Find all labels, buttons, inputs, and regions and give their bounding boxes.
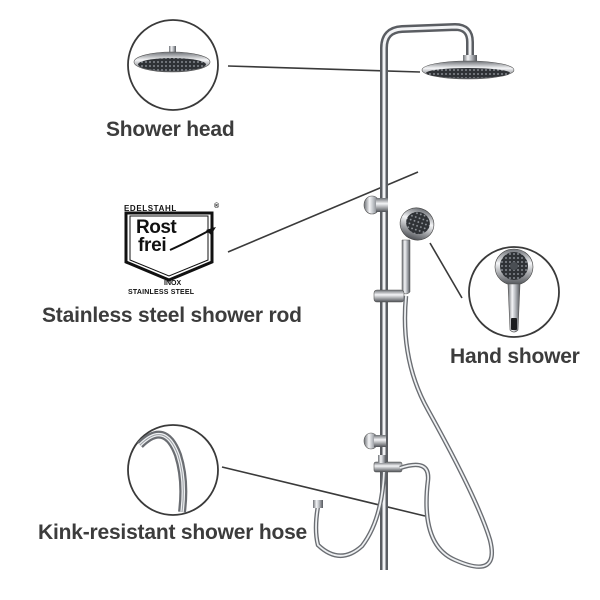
logo-rost-text: Rost: [136, 217, 177, 238]
rostfrei-logo: EDELSTAHL ® Rost frei INOX STAINLESS STE…: [118, 203, 226, 304]
logo-frei-text: frei: [138, 235, 167, 256]
leader-line-hose: [221, 466, 426, 517]
wall-bracket-lower: [363, 432, 386, 450]
label-shower-hose: Kink-resistant shower hose: [38, 521, 308, 544]
shower-head: [421, 55, 515, 80]
logo-stainless-text: STAINLESS STEEL: [128, 289, 195, 296]
label-shower-head: Shower head: [106, 118, 235, 141]
wall-bracket-upper: [363, 195, 388, 215]
detail-circle-hand-shower: [468, 246, 560, 338]
slider-holder: [373, 289, 405, 303]
logo-registered-mark: ®: [214, 203, 220, 210]
shield-icon: [124, 211, 216, 282]
logo-inox-text: INOX: [164, 280, 182, 287]
shower-hose: [313, 295, 494, 569]
detail-circle-hose: [127, 424, 219, 516]
label-hand-shower: Hand shower: [450, 345, 580, 368]
logo-edelstahl-text: EDELSTAHL: [124, 204, 177, 213]
leader-line-shower-head: [227, 65, 421, 73]
shower-set: [313, 23, 515, 570]
detail-circle-shower-head: [127, 19, 219, 111]
head-connector-icon: [169, 46, 176, 53]
label-shower-rod: Stainless steel shower rod: [42, 304, 302, 327]
leader-line-rod: [227, 171, 419, 253]
leader-lines: [221, 65, 463, 517]
hand-shower: [399, 207, 435, 295]
leader-line-hand-shower: [429, 242, 463, 299]
